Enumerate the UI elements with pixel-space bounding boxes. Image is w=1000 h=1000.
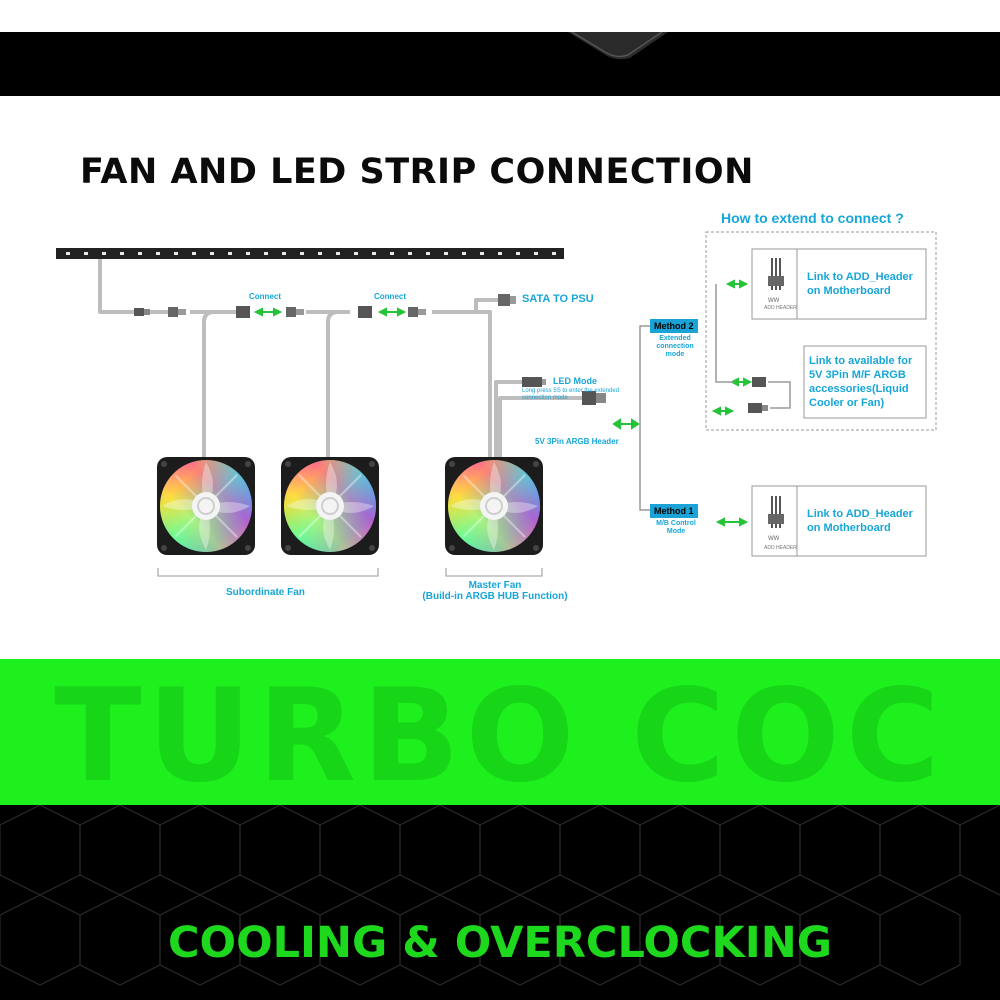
connectors <box>134 294 606 405</box>
bottom-band <box>0 805 1000 1000</box>
connection-diagram: WW WW <box>56 231 937 577</box>
accessories-box-text: Link to available for 5V 3Pin M/F ARGB a… <box>809 355 913 409</box>
connect-label-2: Connect <box>374 292 406 301</box>
subordinate-fan-label: Subordinate Fan <box>226 587 305 598</box>
header-box-1-text: Link to ADD_Header on Motherboard <box>807 271 913 297</box>
header-box-1: WW <box>751 248 927 320</box>
connect-arrows <box>253 279 753 527</box>
page-title: FAN AND LED STRIP CONNECTION <box>80 152 754 192</box>
connect-label-1: Connect <box>249 292 281 301</box>
sata-label: SATA TO PSU <box>522 293 594 305</box>
svg-text:WW: WW <box>768 298 780 304</box>
top-black-bar <box>0 32 1000 96</box>
method2-tag: Method 2 <box>650 319 698 333</box>
brand-watermark: TURBO COC <box>54 662 946 811</box>
accessories-box <box>748 345 927 419</box>
subordinate-fan-2 <box>280 456 380 556</box>
bottom-slogan: COOLING & OVERCLOCKING <box>167 918 833 968</box>
header-caption-2: ADD HEADER <box>764 545 797 551</box>
method1-tag: Method 1 <box>650 504 698 518</box>
led-strip <box>56 248 564 259</box>
extend-title: How to extend to connect ? <box>721 210 904 226</box>
header-box-2: WW <box>751 485 927 557</box>
argb-header-label: 5V 3Pin ARGB Header <box>535 437 619 446</box>
svg-text:WW: WW <box>768 536 780 542</box>
led-mode-label: LED Mode <box>553 376 597 386</box>
brand-band <box>0 659 1000 805</box>
extend-box <box>705 231 937 431</box>
cables <box>98 259 582 458</box>
led-mode-note: Long press 5S to enter the extended conn… <box>522 388 620 401</box>
hex-pattern <box>0 805 1000 986</box>
method2-sub: Extended connection mode <box>656 335 694 358</box>
device-silhouette <box>568 32 668 60</box>
master-fan-label: Master Fan <box>468 580 522 591</box>
master-fan-sub: (Build-in ARGB HUB Function) <box>422 591 568 602</box>
subordinate-fan-1 <box>156 456 256 556</box>
header-box-2-text: Link to ADD_Header on Motherboard <box>807 508 913 534</box>
master-fan <box>444 456 544 556</box>
method1-sub: M/B Control Mode <box>656 520 696 535</box>
header-caption-1: ADD HEADER <box>764 305 797 311</box>
fan-brackets <box>157 568 543 577</box>
method-tree <box>639 284 791 511</box>
